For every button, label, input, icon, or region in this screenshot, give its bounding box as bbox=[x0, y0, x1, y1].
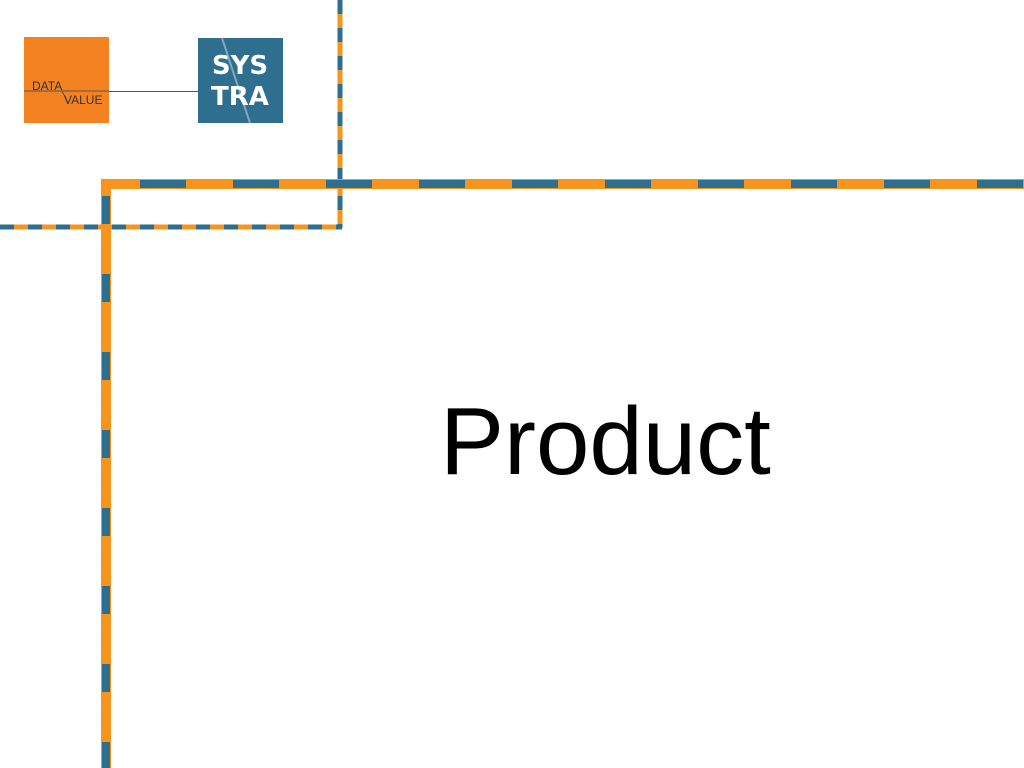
systra-logo-line2: TRA bbox=[211, 82, 269, 112]
thick-frame-lines bbox=[101, 179, 1024, 768]
data-value-logo-line2: VALUE bbox=[64, 93, 102, 107]
slide-title: Product bbox=[440, 388, 771, 495]
systra-logo: SYS TRA bbox=[198, 38, 283, 123]
thin-frame-lines bbox=[0, 0, 343, 230]
systra-logo-line1: SYS bbox=[212, 51, 268, 81]
data-value-logo-line1: DATA bbox=[32, 79, 62, 93]
logo-connector-line bbox=[109, 91, 198, 92]
data-value-logo: DATA VALUE bbox=[24, 37, 109, 123]
